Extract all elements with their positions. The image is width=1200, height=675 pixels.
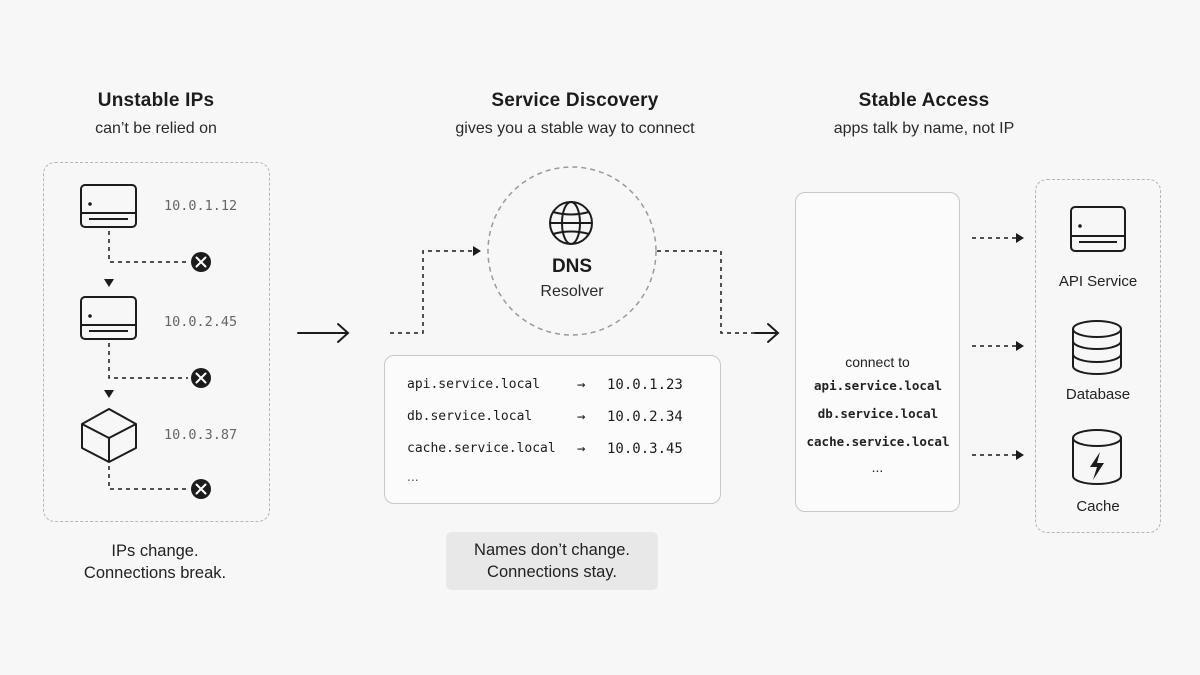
client-app-panel: connect to api.service.local db.service.…	[795, 192, 960, 512]
cache-bolt-icon	[1072, 429, 1122, 485]
broken-connection-icon	[191, 252, 211, 272]
caption-line: Connections break.	[83, 564, 227, 582]
stable-names-note: Names don’t change. Connections stay.	[446, 532, 658, 590]
services-box: API Service Database Cache	[1035, 179, 1161, 533]
note-line: Connections stay.	[487, 563, 617, 581]
failing-connector	[108, 231, 188, 490]
mapping-host: db.service.local	[407, 409, 533, 424]
globe-icon	[549, 201, 593, 245]
dns-resolver-circle	[487, 166, 657, 336]
server-icon	[80, 184, 137, 228]
dns-request-connector	[390, 250, 474, 334]
dns-subtitle: Resolver	[540, 283, 604, 300]
mapping-arrow: →	[577, 377, 586, 393]
dns-title: DNS	[551, 256, 593, 277]
broken-connection-icon	[191, 479, 211, 499]
service-label-api: API Service	[1058, 273, 1138, 290]
stable-access-header: Stable Access apps talk by name, not IP	[744, 90, 1104, 138]
service-discovery-title: Service Discovery	[491, 90, 659, 111]
database-icon	[1072, 320, 1122, 375]
broken-connection-icon	[191, 368, 211, 388]
mapping-arrow: →	[577, 409, 586, 425]
dns-resolver-label: DNS Resolver	[488, 256, 656, 301]
stable-access-subtitle: apps talk by name, not IP	[833, 120, 1015, 137]
unstable-servers-box	[43, 162, 270, 522]
note-line: Names don’t change.	[474, 541, 630, 559]
mapping-row: cache.service.local → 10.0.3.45	[385, 433, 720, 465]
mapping-arrow: →	[577, 441, 586, 457]
mapping-host: api.service.local	[407, 377, 541, 392]
mapping-ip: 10.0.3.45	[607, 441, 683, 457]
service-connector	[972, 237, 1016, 456]
dns-response-connector	[657, 250, 760, 334]
flow-arrow-icon	[754, 323, 780, 343]
connect-host: db.service.local	[817, 406, 939, 421]
unstable-ips-subtitle: can’t be relied on	[95, 120, 217, 137]
connect-to-label: connect to	[845, 354, 910, 370]
mapping-ip: 10.0.1.23	[607, 377, 683, 393]
connect-host: cache.service.local	[806, 434, 950, 449]
caption-line: IPs change.	[111, 542, 199, 560]
mapping-row: db.service.local → 10.0.2.34	[385, 401, 720, 433]
unstable-ips-header: Unstable IPs can’t be relied on	[0, 90, 336, 138]
stable-access-title: Stable Access	[858, 90, 990, 111]
unstable-caption: IPs change. Connections break.	[55, 540, 255, 584]
service-discovery-header: Service Discovery gives you a stable way…	[395, 90, 755, 138]
down-arrowhead	[104, 279, 114, 398]
container-cube-icon	[81, 408, 137, 463]
flow-arrow-icon	[297, 323, 350, 343]
server-icon	[1070, 206, 1126, 252]
right-arrowhead	[1016, 233, 1024, 460]
server-ip-label: 10.0.1.12	[164, 198, 238, 214]
mapping-row: api.service.local → 10.0.1.23	[385, 369, 720, 401]
mapping-more: ...	[407, 468, 419, 484]
dns-mapping-table: api.service.local → 10.0.1.23 db.service…	[384, 355, 721, 504]
right-arrowhead	[473, 246, 481, 256]
service-label-database: Database	[1065, 386, 1131, 403]
mapping-ip: 10.0.2.34	[607, 409, 683, 425]
server-icon	[80, 296, 137, 340]
unstable-ips-title: Unstable IPs	[97, 90, 215, 111]
server-ip-label: 10.0.3.87	[164, 427, 238, 443]
server-ip-label: 10.0.2.45	[164, 314, 238, 330]
connect-more: ...	[871, 459, 884, 475]
mapping-host: cache.service.local	[407, 441, 556, 456]
service-discovery-subtitle: gives you a stable way to connect	[455, 120, 695, 137]
service-label-cache: Cache	[1076, 498, 1120, 515]
connect-host: api.service.local	[814, 378, 942, 393]
